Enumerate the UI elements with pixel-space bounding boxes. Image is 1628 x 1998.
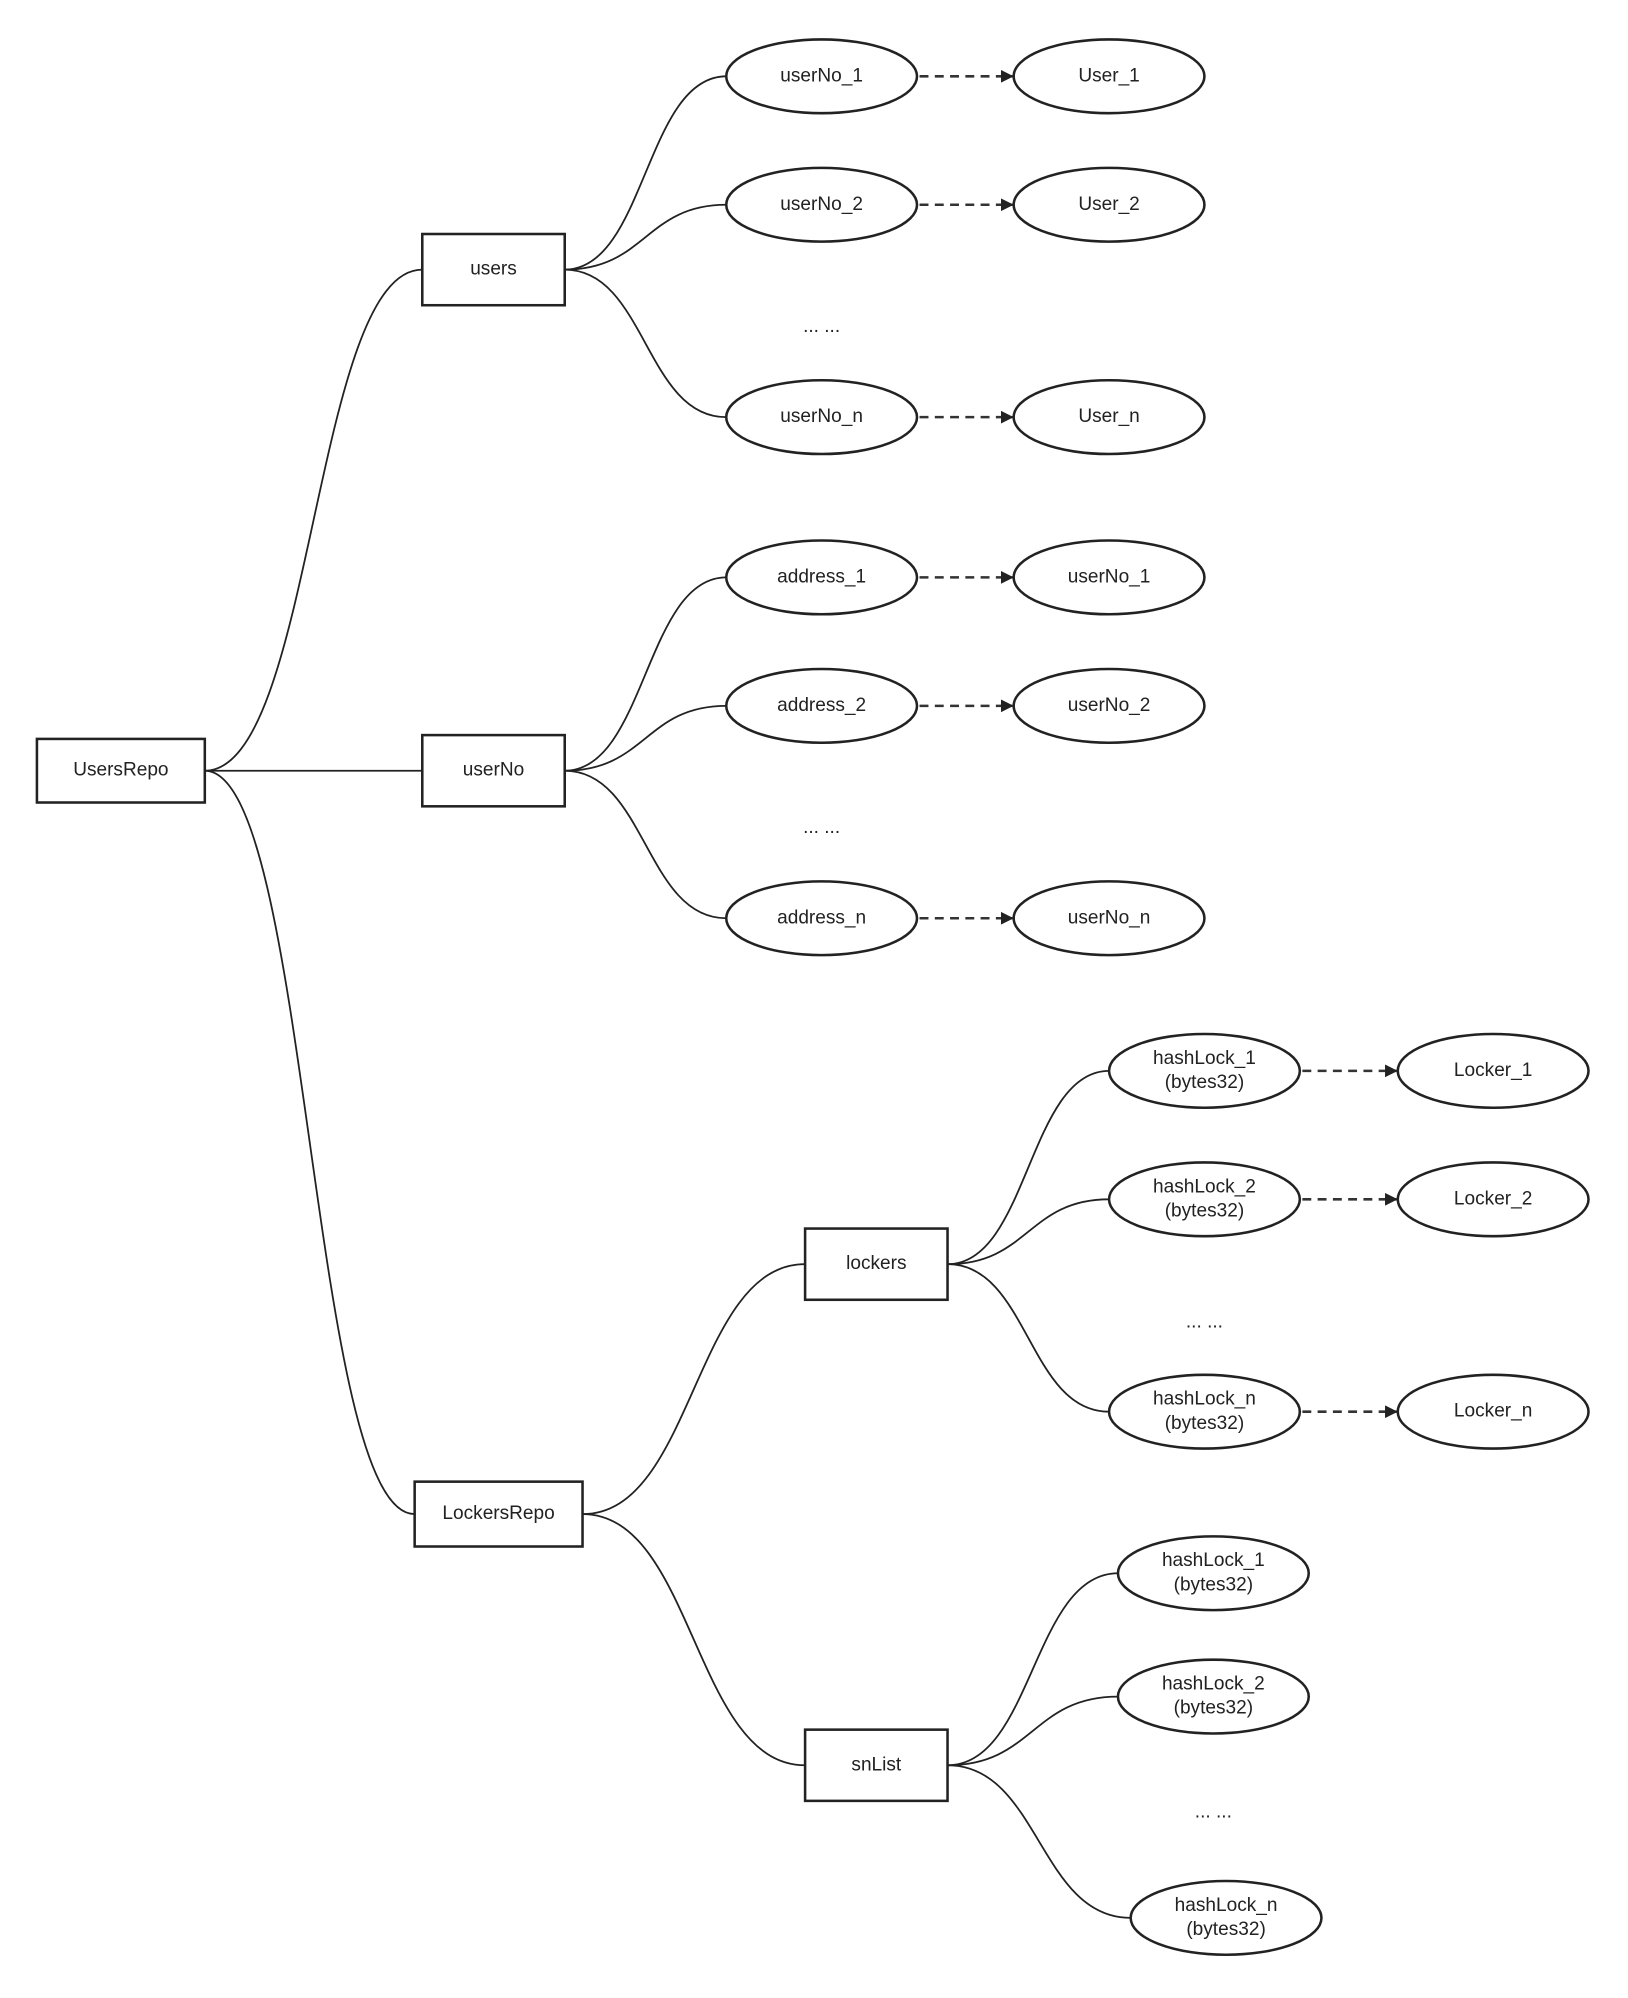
snlist-item-3-label: (bytes32) [1186,1919,1265,1940]
userno-map-key-3[interactable]: address_n [724,880,919,957]
users-map-key-3-label: userNo_n [780,406,863,427]
users-map-value-2[interactable]: User_2 [1012,166,1206,243]
node-user-no[interactable]: userNo [421,733,566,808]
node-lockers-label: lockers [846,1253,906,1274]
lockers-map-value-2[interactable]: Locker_2 [1396,1161,1590,1238]
edge-lockersrepo-snlist [582,1513,806,1767]
userno-map-value-1-label: userNo_1 [1068,566,1151,587]
userno-map-key-3-label: address_n [777,907,866,928]
snlist-item-2[interactable]: hashLock_2 (bytes32) [1116,1658,1311,1735]
userno-map-ellipsis: ... ... [803,817,840,838]
userno-map-edge-1 [564,576,727,772]
snlist-item-2-label: (bytes32) [1174,1698,1253,1719]
users-map-value-1-label: User_1 [1078,65,1139,86]
userno-map-value-1[interactable]: userNo_1 [1012,539,1206,616]
snlist-item-2-label: hashLock_2 [1162,1674,1265,1695]
users-map-key-1-label: userNo_1 [780,65,863,86]
userno-map-edge-3 [564,769,727,920]
node-lockers-repo[interactable]: LockersRepo [413,1480,584,1548]
users-map-key-2-label: userNo_2 [780,194,863,215]
node-sn-list-label: snList [851,1754,902,1775]
edge-lockersrepo-lockers [582,1263,806,1515]
lockers-map-key-2-label: (bytes32) [1165,1200,1244,1221]
lockers-map-ellipsis: ... ... [1186,1312,1223,1333]
lockers-map-value-2-label: Locker_2 [1454,1188,1532,1209]
userno-map-edge-2 [564,704,727,772]
lockers-map-key-1-label: (bytes32) [1165,1072,1244,1093]
userno-map-key-2[interactable]: address_2 [724,667,919,745]
snlist-item-1-label: (bytes32) [1174,1574,1253,1595]
userno-map-value-3[interactable]: userNo_n [1012,880,1206,957]
userno-map-value-3-label: userNo_n [1068,907,1151,928]
snlist-item-1-label: hashLock_1 [1162,1550,1265,1571]
snlist-edge-1 [947,1572,1118,1767]
users-map-key-1[interactable]: userNo_1 [724,38,919,115]
lockers-map-value-1-label: Locker_1 [1454,1060,1532,1081]
users-map-key-3[interactable]: userNo_n [724,378,919,456]
snlist-item-3-label: hashLock_n [1175,1895,1278,1916]
lockers-map-key-3[interactable]: hashLock_n (bytes32) [1107,1373,1302,1450]
users-map-edge-2 [564,203,727,271]
node-lockers-repo-label: LockersRepo [442,1503,554,1524]
lockers-map-edge-3 [947,1263,1110,1413]
edge-usersrepo-users [204,268,423,772]
lockers-map-key-3-label: (bytes32) [1165,1413,1244,1434]
lockers-map-key-3-label: hashLock_n [1153,1389,1256,1410]
lockers-map-key-1[interactable]: hashLock_1 (bytes32) [1107,1032,1302,1110]
node-users[interactable]: users [421,232,566,307]
lockers-map-value-3-label: Locker_n [1454,1401,1532,1422]
users-map-value-3[interactable]: User_n [1012,378,1206,456]
node-sn-list[interactable]: snList [803,1728,949,1803]
userno-map-key-2-label: address_2 [777,695,866,716]
users-map-key-2[interactable]: userNo_2 [724,166,919,243]
lockers-map-edge-1 [947,1069,1110,1266]
users-map-ellipsis: ... ... [803,316,840,337]
node-users-repo[interactable]: UsersRepo [35,737,207,804]
userno-map-key-1-label: address_1 [777,566,866,587]
userno-map-key-1[interactable]: address_1 [724,539,919,616]
users-map-value-1[interactable]: User_1 [1012,38,1206,115]
users-map-value-3-label: User_n [1078,406,1139,427]
lockers-map-key-2-label: hashLock_2 [1153,1176,1256,1197]
snlist-item-1[interactable]: hashLock_1 (bytes32) [1116,1535,1311,1612]
edge-usersrepo-lockersrepo [204,769,415,1515]
snlist-edge-3 [947,1764,1131,1919]
users-map-edge-1 [564,75,727,271]
node-users-repo-label: UsersRepo [73,760,168,781]
node-lockers[interactable]: lockers [803,1227,949,1302]
users-map-edge-3 [564,268,727,419]
lockers-map-value-1[interactable]: Locker_1 [1396,1032,1590,1110]
node-user-no-label: userNo [463,760,524,781]
snlist-ellipsis: ... ... [1195,1801,1232,1822]
lockers-map-key-2[interactable]: hashLock_2 (bytes32) [1107,1161,1302,1238]
userno-map-value-2-label: userNo_2 [1068,695,1151,716]
snlist-edge-2 [947,1695,1118,1767]
snlist-item-3[interactable]: hashLock_n (bytes32) [1129,1879,1323,1957]
node-users-label: users [470,259,517,280]
lockers-map-key-1-label: hashLock_1 [1153,1048,1256,1069]
lockers-map-value-3[interactable]: Locker_n [1396,1373,1590,1450]
lockers-map-edge-2 [947,1198,1110,1266]
userno-map-value-2[interactable]: userNo_2 [1012,667,1206,745]
users-map-value-2-label: User_2 [1078,194,1139,215]
